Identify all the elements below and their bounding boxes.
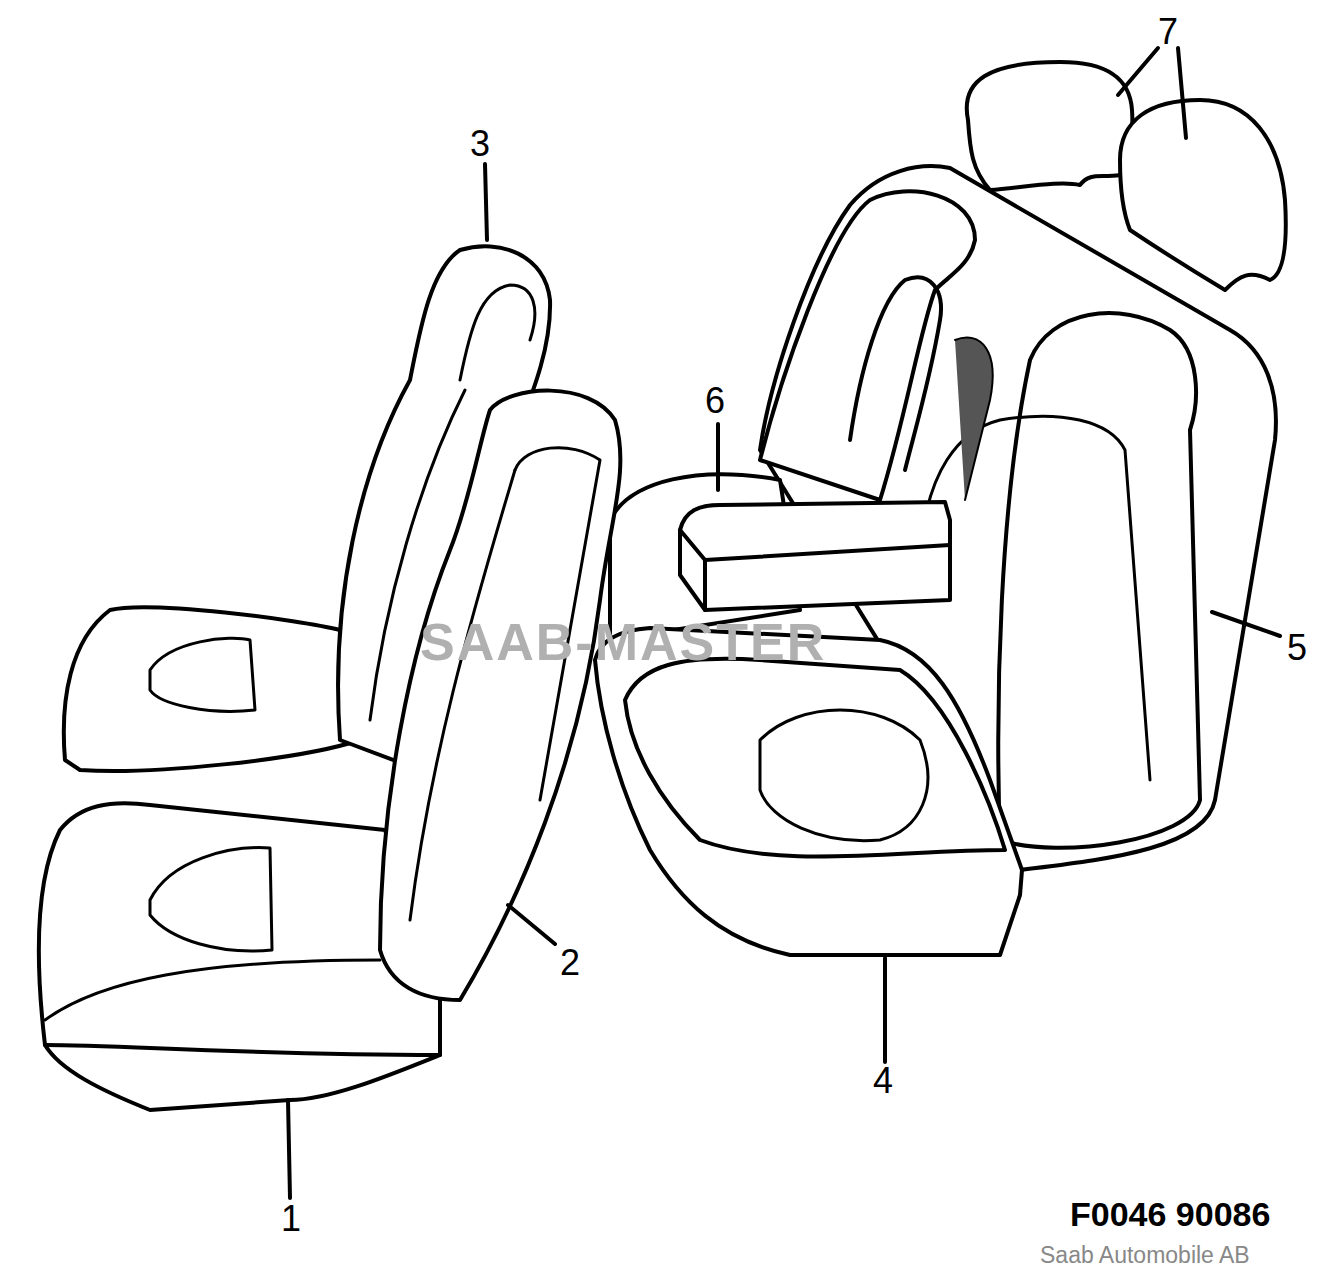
- callout-number: 7: [1158, 14, 1178, 50]
- watermark: SAAB-MASTER: [420, 616, 826, 668]
- callout-number: 1: [281, 1201, 301, 1237]
- callout-number: 2: [560, 945, 580, 981]
- callout-number: 5: [1287, 630, 1307, 666]
- callout-number: 3: [470, 126, 490, 162]
- callout-number: 6: [705, 383, 725, 419]
- copyright-note: Saab Automobile AB: [1040, 1244, 1250, 1267]
- callout-number: 4: [873, 1063, 893, 1099]
- figure-code: F0046 90086: [1070, 1197, 1270, 1231]
